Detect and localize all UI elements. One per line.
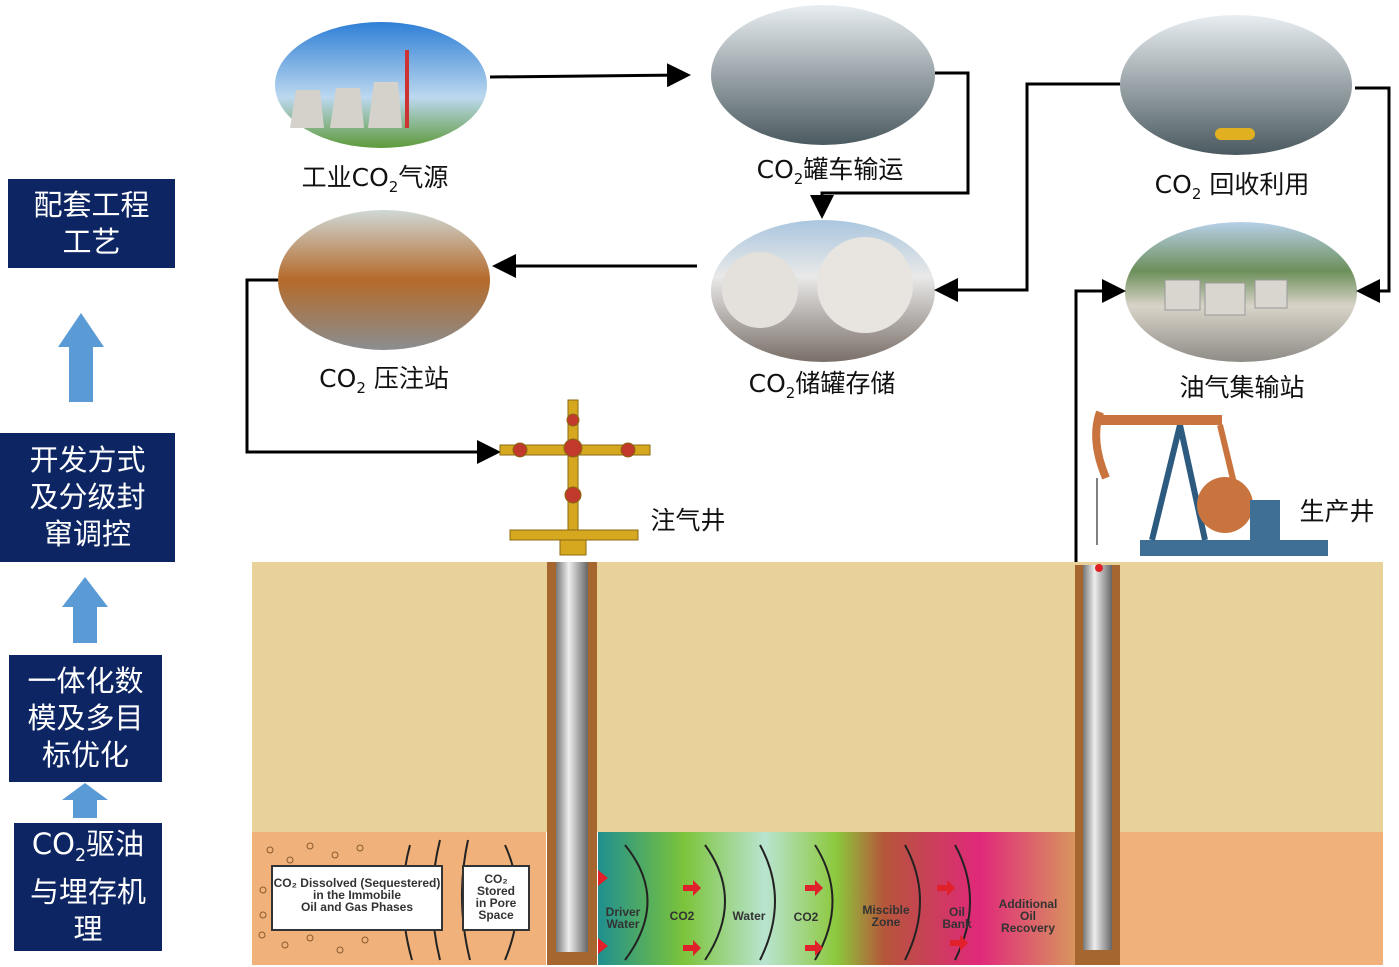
pump-jack-icon: [1092, 410, 1328, 556]
box-label: CO2驱油与埋存机理: [29, 826, 146, 947]
zone-co2-2: CO2: [793, 910, 819, 924]
injection-tubing: [556, 562, 588, 952]
box-development-mode: 开发方式及分级封窜调控: [0, 433, 175, 562]
label-production-well: 生产井: [1299, 497, 1375, 526]
co2-dissolved-text: CO₂ Dissolved (Sequestered)in the Immobi…: [273, 876, 441, 914]
reservoir-right: [1120, 832, 1383, 965]
reservoir-flood-front: [598, 832, 1075, 965]
compression-station-photo: [278, 210, 490, 350]
up-arrow-icon: [62, 783, 108, 818]
box-label: 开发方式及分级封窜调控: [29, 443, 146, 551]
zone-co2: CO2: [669, 909, 695, 923]
tanker-truck-photo: [711, 5, 935, 145]
recycling-plant-photo: [1120, 15, 1352, 155]
ground-layer: [252, 562, 1383, 832]
cooling-towers-icon: [290, 50, 409, 128]
up-arrow-icon: [58, 313, 104, 402]
label-industrial-co2-source: 工业CO2气源: [301, 163, 449, 196]
flow-arrows: [245, 63, 1391, 565]
box-co2-mechanism: CO2驱油与埋存机理: [14, 823, 162, 951]
box-supporting-engineering: 配套工程工艺: [8, 179, 175, 268]
up-arrow-icon: [62, 577, 108, 643]
zone-water: Water: [732, 909, 766, 923]
box-label: 配套工程工艺: [33, 187, 150, 259]
box-label: 一体化数模及多目标优化: [27, 664, 144, 772]
label-co2-tanker-transport: CO2罐车输运: [756, 155, 904, 188]
label-co2-tank-storage: CO2储罐存储: [748, 369, 896, 402]
label-co2-recycling: CO2 回收利用: [1154, 170, 1310, 203]
label-injection-well: 注气井: [650, 506, 726, 535]
box-integrated-simulation: 一体化数模及多目标优化: [9, 655, 162, 782]
wellhead-icon: [499, 399, 651, 556]
production-tubing: [1083, 565, 1112, 950]
label-oil-gas-gathering: 油气集输站: [1179, 373, 1305, 402]
label-co2-injection-station: CO2 压注站: [319, 364, 449, 397]
